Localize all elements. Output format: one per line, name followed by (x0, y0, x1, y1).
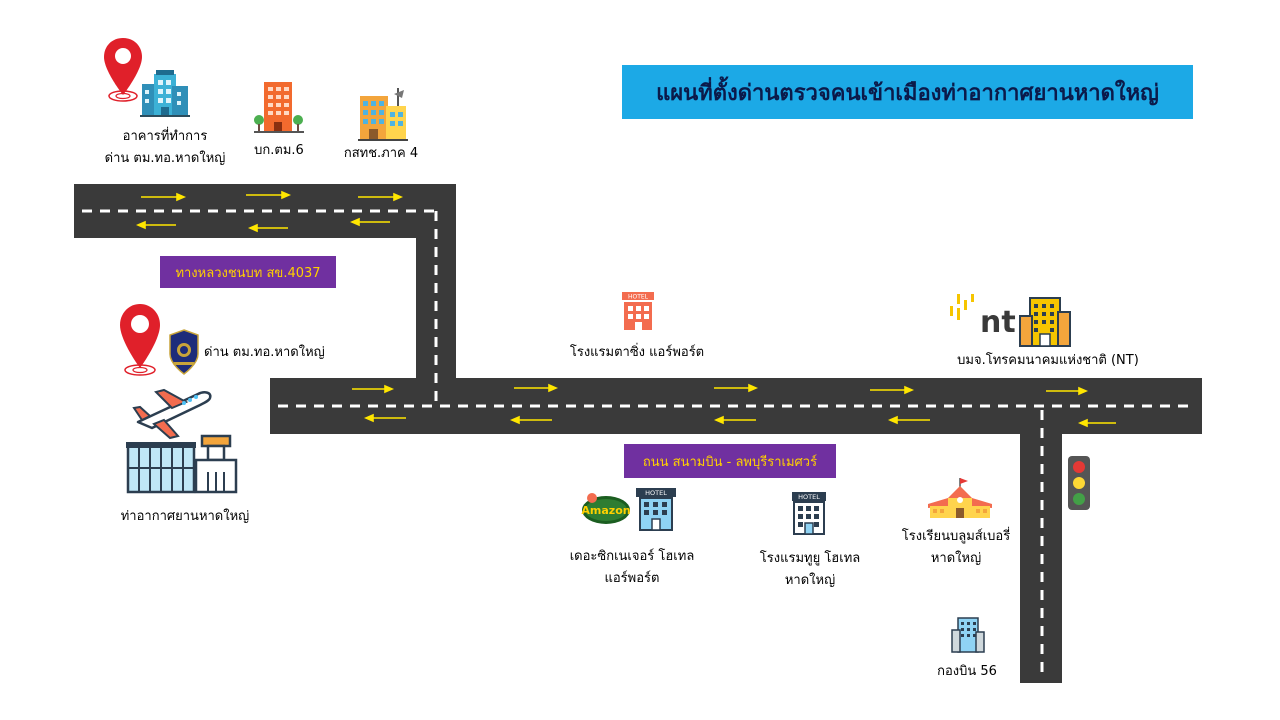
hotel-tu-label-line1: โรงแรมทูยู โฮเทล (759, 551, 861, 566)
arrow-left-icon (713, 415, 756, 425)
signature-hotel-label-line2: แอร์พอร์ต (604, 571, 660, 586)
nt-company-label: บมจ.โทรคมนาคมแห่งชาติ (NT) (957, 353, 1139, 368)
amazon-cafe-logo-icon: Amazon (581, 493, 631, 524)
school-label-line2: หาดใหญ่ (930, 551, 982, 566)
hotel-icon: HOTEL (792, 492, 826, 535)
rural-road-label: ทางหลวงชนบท สข.4037 (160, 256, 336, 288)
arrow-right-icon (514, 383, 559, 393)
traffic-arrows (135, 190, 1116, 428)
svg-text:HOTEL: HOTEL (798, 493, 820, 501)
arrow-right-icon (1046, 386, 1089, 396)
bk-tm6-label: บก.ตม.6 (254, 143, 304, 158)
signature-hotel-label-line1: เดอะซิกเนเจอร์ โฮเทล (569, 549, 695, 564)
road-south (1020, 378, 1062, 683)
arrow-right-icon (714, 383, 759, 393)
traffic-light-icon (1068, 456, 1090, 510)
nt-building-icon (1019, 297, 1071, 347)
arrow-right-icon (246, 190, 292, 200)
arrow-right-icon (870, 385, 915, 395)
hotel-tu-label: โรงแรมทูยู โฮเทล หาดใหญ่ (740, 548, 880, 592)
office-building-label: อาคารที่ทำการ ด่าน ตม.ทอ.หาดใหญ่ (80, 126, 250, 170)
svg-text:HOTEL: HOTEL (628, 294, 649, 301)
signature-hotel-label: เดอะซิกเนเจอร์ โฮเทล แอร์พอร์ต (552, 546, 712, 590)
nbtc-building-icon (358, 88, 408, 141)
arrow-right-icon (352, 384, 395, 394)
lane-markings (82, 209, 1196, 680)
hotel-icon: HOTEL (622, 292, 654, 330)
arrow-right-icon (358, 192, 404, 202)
airport-terminal-icon (126, 434, 238, 494)
hotel-tu-label-line2: หาดใหญ่ (784, 573, 836, 588)
school-label: โรงเรียนบลูมส์เบอรี่ หาดใหญ่ (886, 526, 1026, 570)
location-pin-icon (120, 304, 160, 376)
svg-text:HOTEL: HOTEL (645, 489, 667, 497)
arrow-left-icon (135, 220, 176, 230)
nt-logo-icon: nt (950, 294, 1016, 340)
arrow-left-icon (363, 413, 406, 423)
nbtc-label: กสทช.ภาค 4 (343, 146, 419, 161)
office-building-label-line2: ด่าน ตม.ทอ.หาดใหญ่ (104, 151, 226, 166)
kongbin-building-icon (951, 617, 985, 653)
svg-text:Amazon: Amazon (581, 504, 630, 517)
arrow-left-icon (887, 415, 930, 425)
hotel-tasing-label: โรงแรมตาซิ่ง แอร์พอร์ต (569, 345, 705, 360)
police-badge-icon (169, 329, 199, 375)
office-building-icon (140, 70, 190, 117)
kongbin56-label: กองบิน 56 (937, 664, 997, 679)
map-title: แผนที่ตั้งด่านตรวจคนเข้าเมืองท่าอากาศยาน… (622, 65, 1193, 119)
office-building-label-line1: อาคารที่ทำการ (122, 129, 208, 144)
arrow-left-icon (349, 217, 390, 227)
plane-icon (132, 388, 212, 440)
checkpoint-label: ด่าน ตม.ทอ.หาดใหญ่ (204, 345, 325, 360)
hotel-icon: HOTEL (636, 488, 676, 531)
main-road-label: ถนน สนามบิน - ลพบุรีราเมศวร์ (624, 444, 836, 478)
school-icon (928, 478, 992, 518)
arrow-right-icon (141, 192, 187, 202)
hq-building-icon (254, 82, 304, 133)
school-label-line1: โรงเรียนบลูมส์เบอรี่ (901, 529, 1011, 544)
arrow-left-icon (247, 223, 288, 233)
airport-label: ท่าอากาศยานหาดใหญ่ (120, 509, 250, 524)
arrow-left-icon (1077, 418, 1116, 428)
arrow-left-icon (509, 415, 552, 425)
location-pin-icon (104, 38, 142, 102)
svg-text:nt: nt (980, 305, 1016, 340)
